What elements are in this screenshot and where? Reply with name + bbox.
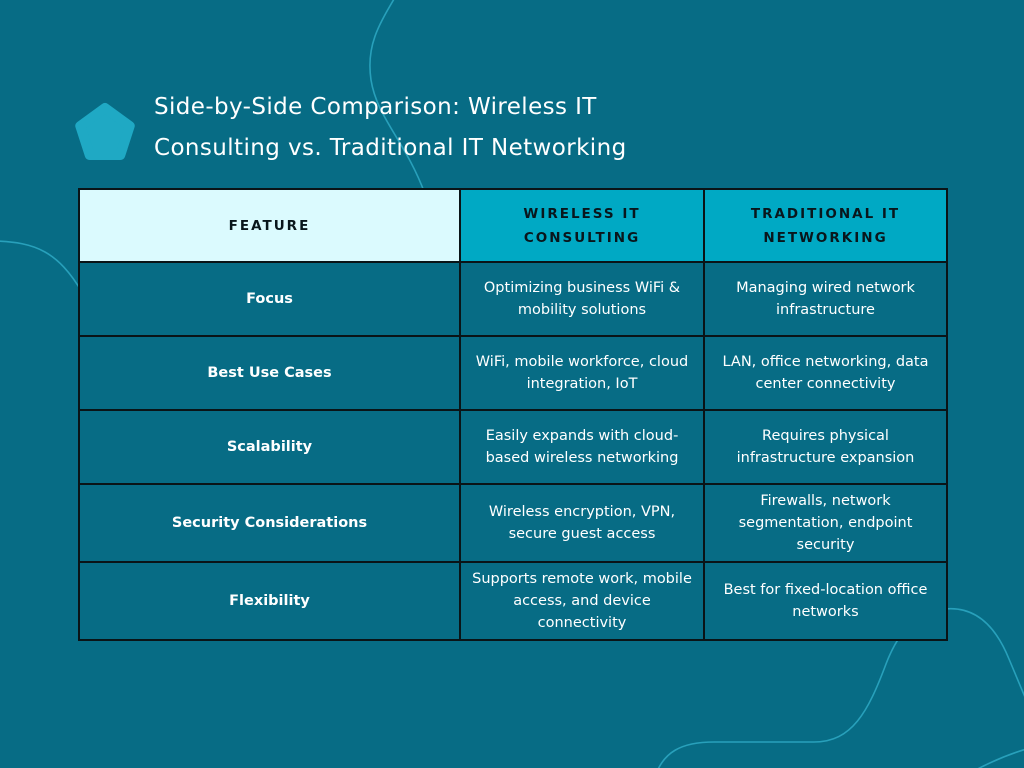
column-header-feature: FEATURE <box>78 188 461 263</box>
cell-traditional: Best for fixed-location office networks <box>703 561 948 641</box>
cell-traditional: Managing wired network infrastructure <box>703 261 948 337</box>
table-row-flexibility: Flexibility Supports remote work, mobile… <box>78 561 948 641</box>
cell-wireless: Wireless encryption, VPN, secure guest a… <box>459 483 705 563</box>
cell-feature: Focus <box>78 261 461 337</box>
cell-traditional: LAN, office networking, data center conn… <box>703 335 948 411</box>
cell-traditional: Firewalls, network segmentation, endpoin… <box>703 483 948 563</box>
comparison-table: FEATURE WIRELESS IT CONSULTING TRADITION… <box>78 188 948 641</box>
cell-wireless: Easily expands with cloud-based wireless… <box>459 409 705 485</box>
table-row-scalability: Scalability Easily expands with cloud-ba… <box>78 409 948 485</box>
pentagon-icon <box>75 103 135 160</box>
page-title-line1: Side-by-Side Comparison: Wireless IT <box>154 94 597 120</box>
cell-wireless: Optimizing business WiFi & mobility solu… <box>459 261 705 337</box>
table-row-best-use-cases: Best Use Cases WiFi, mobile workforce, c… <box>78 335 948 411</box>
page-title: Side-by-Side Comparison: Wireless IT Con… <box>154 87 794 169</box>
header-row: FEATURE WIRELESS IT CONSULTING TRADITION… <box>78 188 948 263</box>
cell-wireless: WiFi, mobile workforce, cloud integratio… <box>459 335 705 411</box>
page-title-line2: Consulting vs. Traditional IT Networking <box>154 135 627 161</box>
column-header-wireless-it-consulting: WIRELESS IT CONSULTING <box>459 188 705 263</box>
table-row-security-considerations: Security Considerations Wireless encrypt… <box>78 483 948 563</box>
cell-feature: Best Use Cases <box>78 335 461 411</box>
cell-feature: Flexibility <box>78 561 461 641</box>
cell-wireless: Supports remote work, mobile access, and… <box>459 561 705 641</box>
cell-traditional: Requires physical infrastructure expansi… <box>703 409 948 485</box>
column-header-traditional-it-networking: TRADITIONAL IT NETWORKING <box>703 188 948 263</box>
table-row-focus: Focus Optimizing business WiFi & mobilit… <box>78 261 948 337</box>
cell-feature: Security Considerations <box>78 483 461 563</box>
cell-feature: Scalability <box>78 409 461 485</box>
